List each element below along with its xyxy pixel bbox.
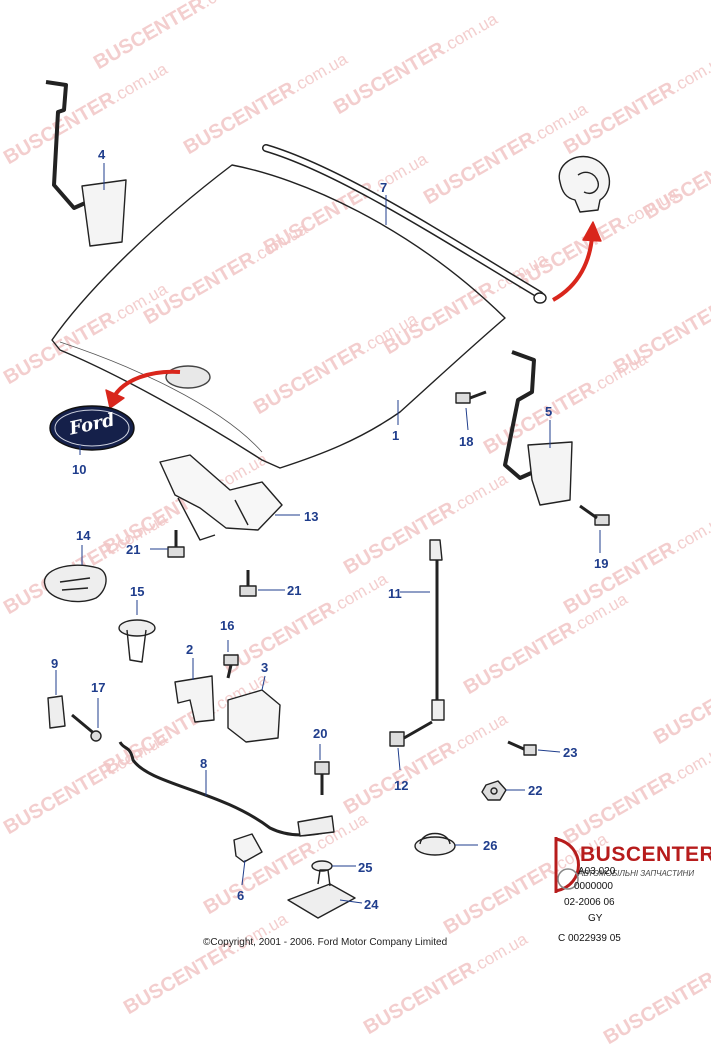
callout-7: 7	[380, 180, 388, 195]
logo-subtitle: АВТОМОБІЛЬНІ ЗАПЧАСТИНИ	[578, 869, 695, 878]
callout-14: 14	[76, 528, 91, 543]
hood-hinge-left	[45, 80, 127, 247]
logo-brand: BUSCENTER	[580, 843, 711, 866]
bumper-stop	[43, 564, 107, 603]
callout-18: 18	[459, 434, 474, 449]
stamp-line-5: C 0022939 05	[558, 933, 621, 944]
callout-1: 1	[392, 428, 400, 443]
latch-bracket	[159, 454, 283, 541]
callout-9: 9	[51, 656, 59, 671]
logo-mark-icon	[554, 837, 580, 893]
grommet-26	[414, 832, 456, 856]
striker-24	[287, 869, 356, 919]
callout-11: 11	[388, 586, 402, 601]
prop-rod	[429, 539, 445, 721]
clip-2	[174, 675, 215, 723]
callout-25: 25	[358, 860, 373, 875]
bolt-23	[507, 740, 537, 756]
bolt-20	[314, 761, 330, 795]
hood-hinge-right	[503, 350, 573, 506]
callout-24: 24	[364, 897, 379, 912]
callout-4: 4	[98, 147, 106, 162]
red-arrow-emblem	[113, 369, 181, 397]
callout-12: 12	[394, 778, 409, 793]
stamp-line-1: A03.020	[578, 866, 616, 877]
rivet	[118, 619, 156, 663]
diagram-drawing	[43, 80, 611, 919]
callout-23: 23	[563, 745, 578, 760]
callout-15: 15	[130, 584, 145, 599]
bolt-21-upper	[167, 530, 185, 558]
release-cable	[118, 741, 335, 837]
callout-26: 26	[483, 838, 498, 853]
callout-13: 13	[304, 509, 319, 524]
callout-2: 2	[186, 642, 194, 657]
red-arrow-seal-head	[582, 221, 602, 242]
bolt-19	[579, 504, 610, 526]
leader-lines	[55, 163, 601, 904]
bracket-9	[47, 695, 66, 729]
callout-22: 22	[528, 783, 543, 798]
nut-22	[481, 780, 507, 801]
buscenter-logo: BUSCENTER АВТОМОБІЛЬНІ ЗАПЧАСТИНИ	[548, 835, 711, 895]
red-arrow-emblem-head	[105, 389, 125, 409]
seal-section-detail	[558, 155, 611, 213]
callout-3: 3	[261, 660, 269, 675]
latch-3	[227, 689, 281, 743]
callout-20: 20	[313, 726, 328, 741]
red-arrow-seal	[552, 236, 594, 302]
ford-emblem	[49, 405, 135, 451]
bolt-18	[455, 390, 487, 404]
callout-5: 5	[545, 404, 553, 419]
callout-10: 10	[72, 462, 87, 477]
stamp-line-3: 02-2006 06	[564, 897, 615, 908]
stamp-line-4: GY	[588, 913, 603, 924]
callout-21b: 21	[287, 583, 302, 598]
callout-19: 19	[594, 556, 609, 571]
hood-seal	[262, 144, 547, 304]
clip-6	[233, 833, 263, 863]
callout-17: 17	[91, 680, 106, 695]
copyright-text: ©Copyright, 2001 - 2006. Ford Motor Comp…	[203, 937, 448, 948]
callout-16: 16	[220, 618, 235, 633]
bolt-16	[223, 654, 239, 679]
bolt-21-lower	[239, 570, 257, 597]
stamp-line-2: 0000000	[574, 881, 613, 892]
callout-21a: 21	[126, 542, 141, 557]
bolt-17	[71, 713, 102, 742]
bolt-12	[389, 720, 433, 747]
callout-8: 8	[200, 756, 208, 771]
callout-6: 6	[237, 888, 245, 903]
